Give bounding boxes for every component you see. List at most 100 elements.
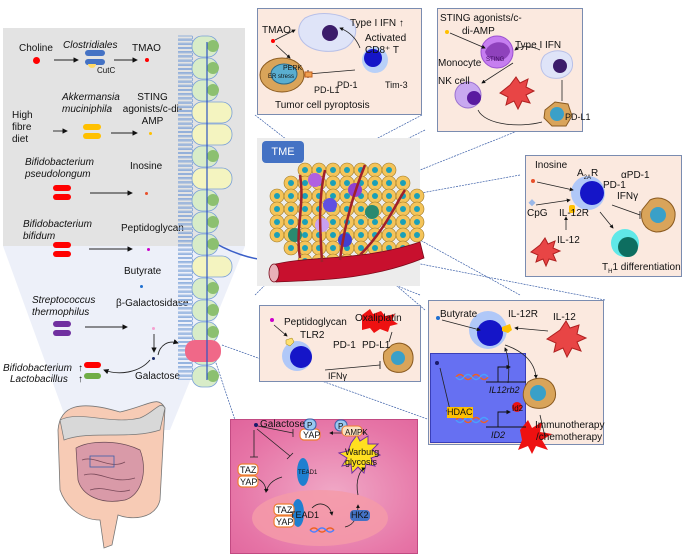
- bacterium-label: Akkermansia muciniphila: [62, 92, 120, 115]
- cd8-t-label: CD8⁺ T: [365, 45, 399, 56]
- sting-title-line2: di-AMP: [462, 26, 495, 37]
- outcome-bifidobacterium-label: Bifidobacterium: [3, 363, 72, 374]
- th1-differentiation-label: TH1 differentiation: [602, 262, 681, 278]
- phospho-label: P: [307, 421, 313, 430]
- il12-label: IL-12: [553, 312, 576, 323]
- product-label: Butyrate: [124, 266, 162, 277]
- therapy-line2: /chemotherapy: [536, 432, 603, 443]
- product-label: Inosine: [130, 161, 163, 172]
- taz-label: TAZ: [276, 505, 293, 515]
- streptococcus-bacterium-icon: [53, 330, 71, 336]
- galactose-dot: [152, 357, 155, 360]
- warburg-line2: glycosis: [345, 457, 378, 467]
- activated-label: Activated: [365, 33, 407, 44]
- tead1-label: TEAD1: [298, 470, 318, 476]
- akkermansia-bacterium-icon: [83, 124, 101, 130]
- bifidobacterium-bacterium-icon: [53, 242, 71, 248]
- a2ar-main: A: [577, 168, 584, 179]
- pdl1-label: PD-L1: [362, 340, 391, 351]
- anti-pd1-label: αPD-1: [621, 170, 650, 181]
- beta-galactosidase-dot: [152, 327, 155, 330]
- bifidobacterium-bacterium-icon: [53, 194, 71, 200]
- bifidobacterium-bacterium-icon: [53, 251, 71, 257]
- hdac-label: HDAC: [447, 407, 473, 418]
- ifng-label: IFNγ: [617, 191, 639, 202]
- bifidobacterium-bacterium-icon: [84, 362, 101, 368]
- clostridiales-bacterium-icon: [85, 59, 105, 65]
- er-stress-label: ER stress: [268, 74, 295, 80]
- a2ar-subscript: 2A: [583, 175, 592, 181]
- peptidoglycan-label: Peptidoglycan: [284, 317, 347, 328]
- enzyme-label: CutC: [97, 66, 116, 75]
- product-label: TMAO: [132, 43, 161, 54]
- yap-label: YAP: [303, 430, 321, 440]
- bacterium-label: Clostridiales: [63, 40, 118, 51]
- a2ar-label: A2AR: [577, 168, 598, 184]
- sting-agonist-dot: [149, 132, 152, 135]
- pdl1-label: PD-L1: [565, 112, 591, 122]
- bacterium-label: Bifidobacterium pseudolongum: [25, 157, 94, 180]
- oxaliplatin-label: Oxaliplatin: [355, 313, 402, 324]
- pd1-label: PD-1: [337, 80, 358, 90]
- tim3-label: Tim-3: [385, 80, 408, 90]
- pdl1-label: PD-L1: [314, 85, 340, 95]
- cpg-label: CpG: [527, 208, 548, 219]
- akkermansia-bacterium-icon: [83, 133, 101, 139]
- id2-gene-label: ID2: [491, 430, 506, 440]
- sting-title-line1: STING agonists/c-: [440, 13, 522, 24]
- hk2-label: HK2: [350, 510, 370, 521]
- th1-subscript: H: [608, 269, 613, 275]
- streptococcus-bacterium-icon: [53, 321, 71, 327]
- lactobacillus-bacterium-icon: [84, 373, 101, 379]
- tlr2-label: TLR2: [300, 330, 325, 341]
- choline-dot: [33, 57, 40, 64]
- tmao-label: TMAO: [262, 25, 291, 36]
- th1-t: T: [602, 262, 609, 273]
- nk-cell-label: NK cell: [438, 76, 470, 87]
- galactose-label: Galactose: [135, 371, 181, 382]
- therapy-line1: Immunotherapy: [535, 420, 605, 431]
- il12r-label: IL-12R: [508, 309, 539, 320]
- taz-label: TAZ: [240, 465, 257, 475]
- inosine-label: Inosine: [535, 160, 568, 171]
- up-arrow-icon: ↑: [78, 363, 83, 374]
- type1-ifn-label: Type I IFN ↑: [350, 18, 404, 29]
- id2-protein-label: Id2: [512, 404, 524, 413]
- pd1-label: PD-1: [603, 180, 626, 191]
- monocyte-label: Monocyte: [438, 58, 482, 69]
- product-label: β-Galactosidase: [116, 298, 189, 309]
- il12-label: IL-12: [557, 235, 580, 246]
- type1-ifn-label: Type I IFN: [515, 40, 562, 51]
- tead1-nuclear-label: TEAD1: [290, 510, 320, 520]
- input-label: Choline: [19, 43, 53, 54]
- clostridiales-bacterium-icon: [85, 50, 105, 56]
- outcome-lactobacillus-label: Lactobacillus: [10, 374, 68, 385]
- cutc-enzyme-icon: [88, 64, 96, 68]
- bifidobacterium-bacterium-icon: [53, 185, 71, 191]
- product-label: STING agonists/c-di-AMP: [122, 92, 183, 127]
- perk-label: PERK: [283, 65, 303, 72]
- ifng-label: IFNγ: [328, 371, 347, 381]
- il12rb2-gene-label: IL12rb2: [489, 385, 520, 395]
- il12r-label: IL-12R: [559, 208, 590, 219]
- butyrate-dot: [140, 285, 143, 288]
- butyrate-label: Butyrate: [440, 309, 478, 320]
- yap-label: YAP: [240, 477, 258, 487]
- up-arrow-icon: ↑: [78, 374, 83, 385]
- product-label: Peptidoglycan: [121, 223, 184, 234]
- tumor-pyroptosis-caption: Tumor cell pyroptosis: [275, 100, 370, 111]
- th1-rest: 1 differentiation: [612, 262, 681, 273]
- a2ar-r: R: [591, 168, 599, 179]
- inosine-dot: [145, 192, 148, 195]
- bacterium-label: Streptococcus thermophilus: [32, 295, 96, 318]
- yap-label: YAP: [276, 517, 294, 527]
- input-label: High fibre diet: [12, 110, 33, 145]
- tme-badge: TME: [262, 141, 304, 163]
